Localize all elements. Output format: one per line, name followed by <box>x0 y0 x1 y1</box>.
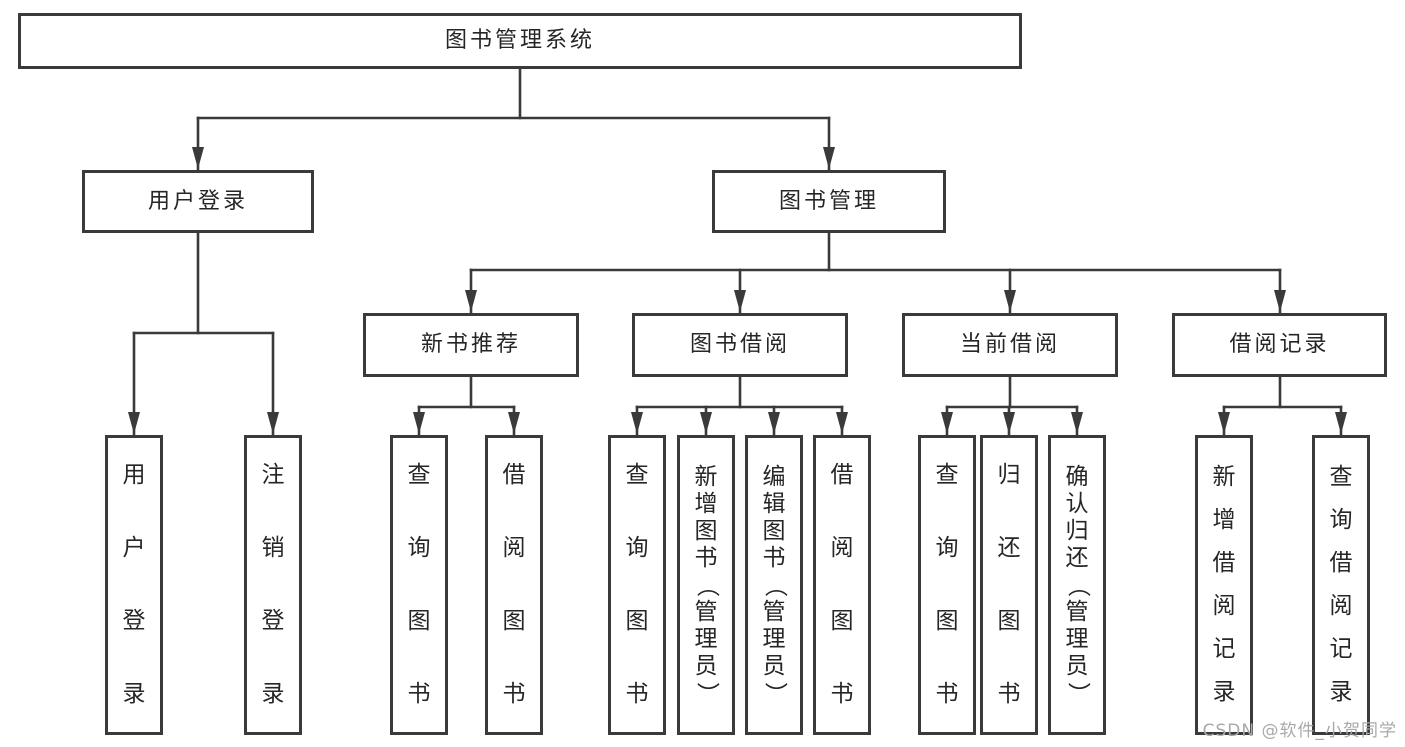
leaf-label: 借阅图书 <box>502 462 526 707</box>
leaf-borrow-books-2: 借阅图书 <box>813 435 871 735</box>
node-borrow-records: 借阅记录 <box>1172 313 1387 377</box>
leaf-label: 借阅图书 <box>830 462 854 707</box>
leaf-label: 新增借阅记录 <box>1212 464 1236 705</box>
node-user-login: 用户登录 <box>82 170 314 233</box>
leaf-edit-book-admin: 编辑图书（管理员） <box>745 435 803 735</box>
node-library-system: 图书管理系统 <box>18 13 1022 69</box>
leaf-label: 注销登录 <box>261 462 285 707</box>
leaf-add-book-admin: 新增图书（管理员） <box>677 435 735 735</box>
leaf-logout-login: 注销登录 <box>244 435 302 735</box>
node-label: 图书管理 <box>778 188 879 214</box>
leaf-query-books: 查询图书 <box>390 435 448 735</box>
leaf-label: 确认归还（管理员） <box>1064 463 1091 705</box>
node-label: 新书推荐 <box>420 332 521 357</box>
node-label: 图书借阅 <box>689 332 790 357</box>
node-new-book-recommend: 新书推荐 <box>363 313 579 377</box>
node-label: 借阅记录 <box>1229 332 1330 357</box>
leaf-query-borrow-record: 查询借阅记录 <box>1312 435 1370 735</box>
leaf-query-books-2: 查询图书 <box>608 435 666 735</box>
leaf-label: 查询借阅记录 <box>1329 464 1353 705</box>
leaf-return-book: 归还图书 <box>980 435 1038 735</box>
leaf-label: 查询图书 <box>935 462 959 707</box>
leaf-label: 查询图书 <box>625 462 649 707</box>
leaf-label: 新增图书（管理员） <box>693 463 720 705</box>
node-book-management: 图书管理 <box>712 170 946 233</box>
node-label: 当前借阅 <box>959 332 1060 357</box>
leaf-label: 编辑图书（管理员） <box>761 463 788 705</box>
leaf-query-books-3: 查询图书 <box>918 435 976 735</box>
leaf-add-borrow-record: 新增借阅记录 <box>1195 435 1253 735</box>
leaf-confirm-return-admin: 确认归还（管理员） <box>1048 435 1106 735</box>
node-label: 用户登录 <box>147 188 248 214</box>
leaf-label: 用户登录 <box>122 462 146 707</box>
leaf-user-login: 用户登录 <box>105 435 163 735</box>
leaf-borrow-books: 借阅图书 <box>485 435 543 735</box>
node-book-borrow: 图书借阅 <box>632 313 848 377</box>
leaf-label: 查询图书 <box>407 462 431 707</box>
watermark: CSDN @软件_小贺同学 <box>1202 721 1397 741</box>
node-label: 图书管理系统 <box>444 28 595 53</box>
leaf-label: 归还图书 <box>997 462 1021 707</box>
node-current-borrow: 当前借阅 <box>902 313 1118 377</box>
